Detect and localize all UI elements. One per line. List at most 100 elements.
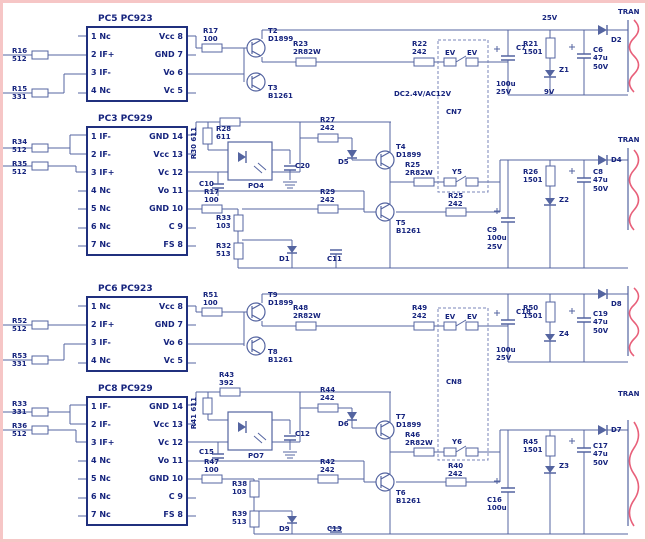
label-D4: D4 (611, 156, 622, 164)
label-C15: C15 (199, 448, 214, 456)
pin-right-label: C 9 (168, 222, 183, 231)
pin-row: 2 IF-Vcc 13 (88, 146, 186, 164)
label-R30: R30 611 (190, 127, 198, 160)
pin-right-label: FS 8 (163, 240, 183, 249)
pin-left-label: 3 IF- (91, 68, 111, 77)
label-R47: R47 100 (204, 458, 220, 475)
transistor-symbols (246, 38, 395, 492)
label-D6: D6 (338, 420, 349, 428)
pin-right-label: C 9 (168, 492, 183, 501)
pin-right-label: Vcc 8 (158, 302, 183, 311)
label-R35: R35 512 (12, 160, 28, 177)
label-T6: T6 B1261 (396, 489, 421, 506)
label-9V: 9V (544, 88, 555, 96)
label-R44: R44 242 (320, 386, 336, 403)
pin-left-label: 3 IF- (91, 338, 111, 347)
wires-section-2 (0, 121, 628, 269)
label-R15: R15 331 (12, 85, 28, 102)
pin-row: 3 IF-Vo 6 (88, 334, 186, 352)
label-EV-c: EV (445, 313, 456, 321)
pin-right-label: FS 8 (163, 510, 183, 519)
label-C11: C11 (327, 255, 342, 263)
label-CN7: CN7 (446, 108, 462, 116)
ic-title-pc6: PC6 PC923 (98, 284, 153, 294)
label-DC-note: DC2.4V/AC12V (394, 90, 452, 98)
label-R38: R38 103 (232, 480, 248, 497)
diode-bars (245, 25, 608, 524)
pin-row: 2 IF+GND 7 (88, 316, 186, 334)
label-R27: R27 242 (320, 116, 336, 133)
pin-left-label: 3 IF+ (91, 438, 115, 447)
pin-left-label: 1 IF- (91, 132, 111, 141)
page-frame-right (645, 0, 648, 542)
label-C6: C6 47u 50V (593, 46, 609, 71)
pin-row: 2 IF-Vcc 13 (88, 416, 186, 434)
label-R34: R34 512 (12, 138, 28, 155)
label-T9: T9 D1899 (268, 291, 294, 308)
pin-row: 1 IF- GND 14 (88, 128, 186, 146)
wires-section-1 (0, 29, 628, 96)
label-C17: C17 47u 50V (593, 442, 609, 467)
pin-left-label: 3 IF+ (91, 168, 115, 177)
label-R33-2: R33 103 (216, 214, 232, 231)
label-D9: D9 (279, 525, 290, 533)
pin-left-label: 2 IF+ (91, 50, 115, 59)
pin-right-label: Vc 12 (158, 438, 183, 447)
label-T3: T3 B1261 (268, 84, 293, 101)
pin-right-label: GND 14 (149, 402, 183, 411)
pin-right-label: GND 14 (149, 132, 183, 141)
label-R43: R43 392 (219, 371, 235, 388)
pin-row: 3 IF+ Vc 12 (88, 164, 186, 182)
label-C16: C16 100u (487, 496, 507, 513)
label-R21: R21 1501 (523, 40, 543, 57)
label-EV-a: EV (445, 49, 456, 57)
label-D1: D1 (279, 255, 290, 263)
label-Z3: Z3 (559, 462, 569, 470)
ic-title-pc8: PC8 PC929 (98, 384, 153, 394)
pin-left-label: 2 IF- (91, 150, 111, 159)
label-TRAN-1: TRAN (618, 8, 640, 16)
label-C19: C19 47u 50V (593, 310, 609, 335)
label-Z2: Z2 (559, 196, 569, 204)
pin-right-label: GND 7 (154, 320, 183, 329)
pin-row: 3 IF+ Vc 12 (88, 434, 186, 452)
label-Y5: Y5 (452, 168, 462, 176)
pin-left-label: 1 Nc (91, 302, 111, 311)
diode-symbols (238, 25, 607, 523)
label-R16: R16 512 (12, 47, 28, 64)
pin-row: 1 IF-GND 14 (88, 398, 186, 416)
label-C12: C12 (295, 430, 310, 438)
pin-right-label: GND 10 (149, 474, 183, 483)
label-R40: R40 242 (448, 462, 464, 479)
label-D7: D7 (611, 426, 622, 434)
ic-title-pc5: PC5 PC923 (98, 14, 153, 24)
pin-right-label: Vo 11 (157, 456, 183, 465)
pin-right-label: Vcc 8 (158, 32, 183, 41)
pin-left-label: 7 Nc (91, 240, 111, 249)
label-C20: C20 (295, 162, 310, 170)
label-C9: C9 100u 25V (487, 226, 507, 251)
label-T2: T2 D1899 (268, 27, 294, 44)
pin-left-label: 4 Nc (91, 356, 111, 365)
pin-right-label: Vc 12 (158, 168, 183, 177)
label-R23: R23 2R82W (293, 40, 321, 57)
label-D5: D5 (338, 158, 349, 166)
label-R41: R41 611 (190, 397, 198, 430)
pin-left-label: 7 Nc (91, 510, 111, 519)
wires-section-3 (0, 293, 628, 363)
label-R17-2: R17 100 (204, 188, 220, 205)
label-R25-2: R25 242 (448, 192, 464, 209)
label-R26: R26 1501 (523, 168, 543, 185)
transformer-coil-marks (628, 19, 640, 527)
